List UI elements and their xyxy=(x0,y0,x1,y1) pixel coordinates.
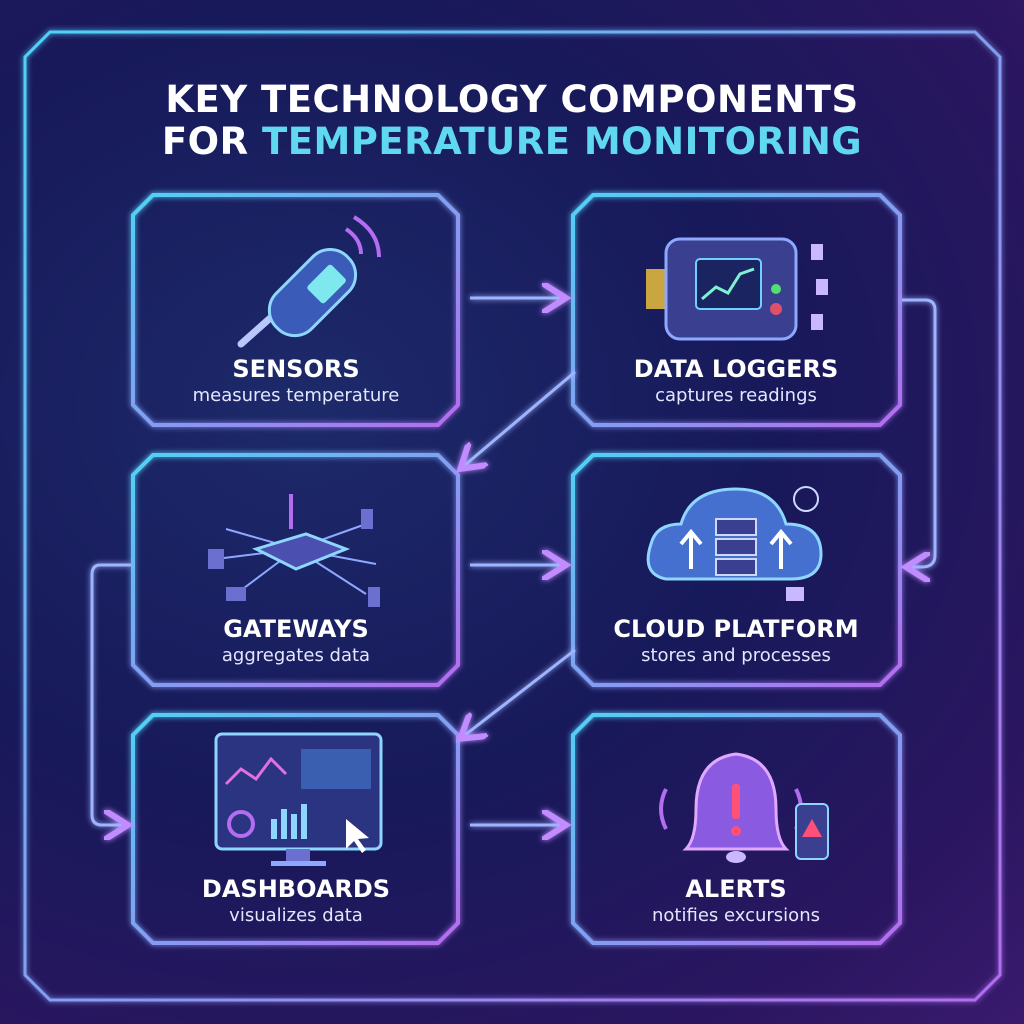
title-prefix: FOR xyxy=(161,120,262,163)
arrow-cloud-to-dashboards xyxy=(465,648,576,735)
card-alerts: ALERTS notifies excursions xyxy=(573,715,899,945)
component-description: measures temperature xyxy=(192,385,400,406)
card-data-loggers: DATA LOGGERS captures readings xyxy=(573,195,899,425)
component-name: GATEWAYS xyxy=(223,615,369,643)
card-sensors: SENSORS measures temperature xyxy=(133,195,459,425)
arrow-gateways-to-dashboards xyxy=(90,563,131,825)
card-gateways: GATEWAYS aggregates data xyxy=(133,455,459,685)
component-description: visualizes data xyxy=(229,905,363,926)
alert-bell-icon xyxy=(659,752,829,863)
component-name: CLOUD PLATFORM xyxy=(613,615,859,643)
monitor-dashboard-icon xyxy=(214,732,383,866)
arrow-loggers-to-cloud xyxy=(902,298,937,567)
outer-frame xyxy=(23,30,1002,1002)
component-description: aggregates data xyxy=(221,645,371,666)
router-icon xyxy=(208,494,380,607)
data-logger-icon xyxy=(646,237,828,341)
card-border-cloud-platform xyxy=(571,453,902,687)
component-description: notifies excursions xyxy=(652,905,820,926)
title-accent: TEMPERATURE MONITORING xyxy=(261,120,863,163)
card-cloud-platform: CLOUD PLATFORM stores and processes xyxy=(573,455,899,685)
component-description: captures readings xyxy=(655,385,817,406)
card-border-alerts xyxy=(571,713,902,945)
card-border-gateways xyxy=(131,453,460,687)
component-name: DATA LOGGERS xyxy=(633,355,839,383)
arrow-loggers-to-gateways xyxy=(465,370,576,465)
card-border-sensors xyxy=(131,193,460,427)
component-description: stores and processes xyxy=(641,645,831,666)
cloud-server-icon xyxy=(646,486,823,601)
card-border-data-loggers xyxy=(571,193,902,427)
component-name: SENSORS xyxy=(232,355,360,383)
component-name: ALERTS xyxy=(685,875,787,903)
card-border-dashboards xyxy=(131,713,460,945)
title-line-2: FOR TEMPERATURE MONITORING xyxy=(0,120,1024,163)
title-line-1: KEY TECHNOLOGY COMPONENTS xyxy=(165,78,859,121)
component-name: DASHBOARDS xyxy=(201,875,391,903)
thermometer-icon xyxy=(237,215,381,348)
card-dashboards: DASHBOARDS visualizes data xyxy=(133,715,459,945)
